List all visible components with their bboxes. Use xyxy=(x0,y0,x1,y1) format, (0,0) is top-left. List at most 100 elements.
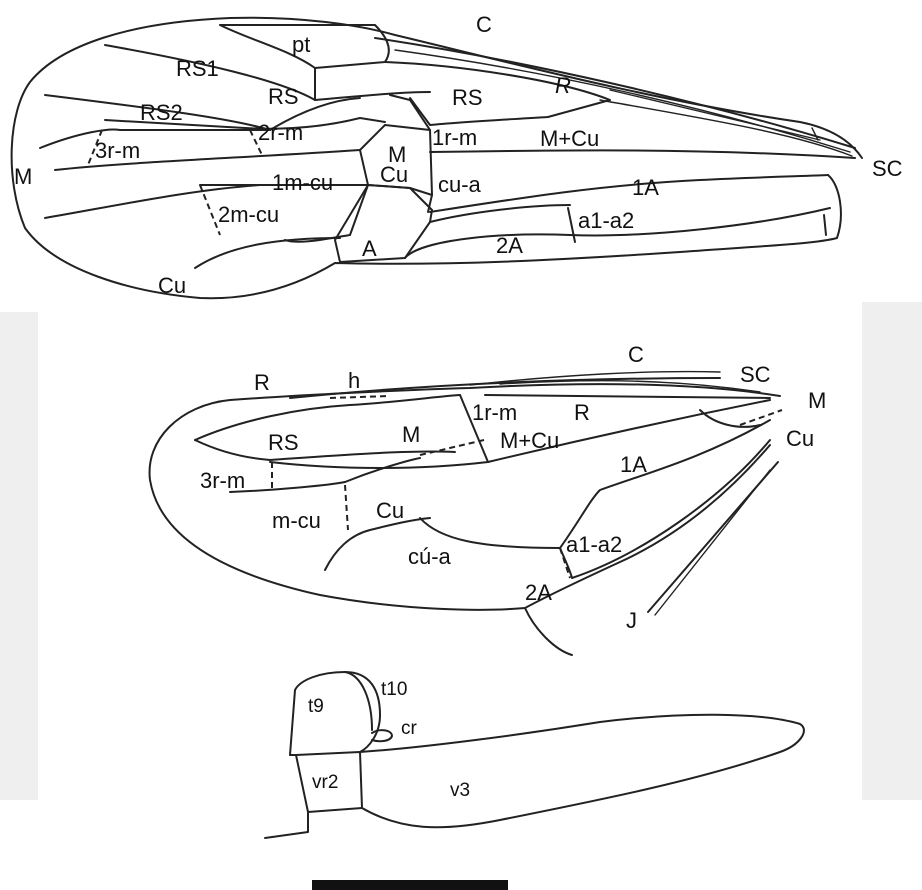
hindwing-cu-right-dash xyxy=(739,409,783,426)
valvula-3-outline xyxy=(359,713,805,829)
hindwing-mcu-vein-dash xyxy=(344,484,349,531)
hw-label-Cu-right: Cu xyxy=(786,426,814,451)
forewing-rs-2rm xyxy=(104,117,386,130)
fw-label-SC: SC xyxy=(872,156,903,181)
abdomen-base-line xyxy=(264,811,309,839)
forewing-outline xyxy=(10,16,863,300)
fw-label-1A: 1A xyxy=(632,175,659,200)
fw-label-M-cell: M xyxy=(388,142,406,167)
hindwing-outline xyxy=(148,383,781,656)
fw-label-Cu-bottom: Cu xyxy=(158,273,186,298)
fw-label-3r-m: 3r-m xyxy=(95,138,140,163)
hw-label-h: h xyxy=(348,368,360,393)
fw-label-RS2: RS2 xyxy=(140,100,183,125)
hw-label-Cu-mid: Cu xyxy=(376,498,404,523)
hindwing-1a-vein xyxy=(559,419,771,549)
hw-label-C: C xyxy=(628,342,644,367)
forewing-2mcu-vein xyxy=(199,184,221,236)
left-background-panel xyxy=(0,312,38,800)
hindwing-m-lower xyxy=(344,457,421,483)
hindwing-cu-right xyxy=(699,409,761,428)
abd-label-t9: t9 xyxy=(308,696,324,717)
abd-label-t10: t10 xyxy=(381,679,407,700)
forewing-cua-vein xyxy=(427,194,433,213)
hindwing-rs-cell xyxy=(194,394,461,441)
hw-label-M-mid: M xyxy=(402,422,420,447)
hindwing-m-vein-main xyxy=(269,461,489,469)
fw-label-M-left: M xyxy=(14,164,32,189)
fw-label-RS1: RS1 xyxy=(176,56,219,81)
fw-label-a1-a2: a1-a2 xyxy=(578,208,634,233)
hindwing-r-vein xyxy=(484,394,771,399)
fw-label-Cu-cell: Cu xyxy=(380,162,408,187)
forewing-subcosta-3 xyxy=(609,89,821,141)
hindwing-2a-vein xyxy=(559,439,771,579)
hindwing-1rm-vein xyxy=(459,394,489,463)
hw-label-1r-m: 1r-m xyxy=(472,400,517,425)
hw-label-R-mid: R xyxy=(574,400,590,425)
fw-label-2A: 2A xyxy=(496,233,523,258)
fw-label-A: A xyxy=(362,236,377,261)
forewing-costa xyxy=(374,37,856,149)
forewing-1a-vein xyxy=(429,174,829,213)
hindwing-m-dash xyxy=(419,439,485,456)
fw-label-2m-cu: 2m-cu xyxy=(218,202,279,227)
scale-bar xyxy=(312,880,508,890)
abd-label-cr: cr xyxy=(401,718,418,739)
forewing-rs-cell-right xyxy=(384,61,611,126)
forewing-rs1-cell xyxy=(44,94,361,131)
hindwing-cu-vein xyxy=(324,517,431,571)
hindwing-cua-vein xyxy=(419,517,561,549)
forewing-2rm-vein xyxy=(249,129,263,156)
hw-label-1A: 1A xyxy=(620,452,647,477)
forewing-cu-lower xyxy=(194,237,341,269)
forewing-a1a2-vein xyxy=(567,207,576,243)
hindwing-subcosta xyxy=(469,370,721,386)
forewing-a-cell xyxy=(334,184,433,263)
fw-label-M-Cu: M+Cu xyxy=(540,126,599,151)
forewing-subcosta xyxy=(394,49,851,153)
forewing-rs2-cell xyxy=(39,128,271,149)
forewing-3rm-vein xyxy=(87,129,103,166)
hindwing-a1a2-dash xyxy=(559,547,571,579)
forewing-r1m-vein xyxy=(389,94,431,131)
abdomen-diagram: t9 t10 cr vr2 v3 xyxy=(264,671,805,839)
hindwing-hamuli xyxy=(329,395,391,399)
hw-label-R-left: R xyxy=(254,370,270,395)
fw-label-C: C xyxy=(476,12,492,37)
hw-label-a1-a2: a1-a2 xyxy=(566,532,622,557)
hw-label-M-right: M xyxy=(808,388,826,413)
forewing-sc-tip xyxy=(811,127,819,141)
forewing-radius xyxy=(104,44,431,101)
hw-label-M-Cu: M+Cu xyxy=(500,428,559,453)
fw-label-RS-mid: RS xyxy=(452,85,483,110)
fw-label-RS-top: RS xyxy=(268,84,299,109)
hindwing-mcu-vein xyxy=(487,399,771,463)
hindwing-subcosta-2 xyxy=(499,380,761,393)
hw-label-2A: 2A xyxy=(525,580,552,605)
hindwing-diagram: C SC R h M 1r-m R Cu RS M M+Cu 1A 3r-m m… xyxy=(148,342,826,656)
right-background-panel xyxy=(862,302,922,800)
abd-label-vr2: vr2 xyxy=(312,772,338,793)
fw-label-2r-m: 2r-m xyxy=(258,120,303,145)
forewing-mcu-vein xyxy=(429,149,856,159)
fw-label-1m-cu: 1m-cu xyxy=(272,170,333,195)
hw-label-SC: SC xyxy=(740,362,771,387)
forewing-cu-vein xyxy=(44,184,261,219)
forewing-anal-tip xyxy=(823,214,827,236)
hw-label-3r-m: 3r-m xyxy=(200,468,245,493)
forewing-2a-vein xyxy=(404,207,831,259)
forewing-diagram: C pt RS1 RS RS R RS2 2r-m 1r-m M+Cu SC 3… xyxy=(10,12,903,300)
forewing-2a-cell-top xyxy=(429,204,571,223)
fw-label-cu-a: cu-a xyxy=(438,172,482,197)
abd-label-v3: v3 xyxy=(450,780,470,801)
fw-label-pt: pt xyxy=(292,32,310,57)
hw-label-cu-a: cú-a xyxy=(408,544,452,569)
hw-label-J: J xyxy=(626,608,637,633)
cercus-outline xyxy=(371,729,393,743)
hindwing-jugal-2 xyxy=(654,469,771,616)
forewing-m-vein xyxy=(54,149,361,171)
tergite-10-outline xyxy=(344,671,373,731)
hw-label-RS: RS xyxy=(268,430,299,455)
